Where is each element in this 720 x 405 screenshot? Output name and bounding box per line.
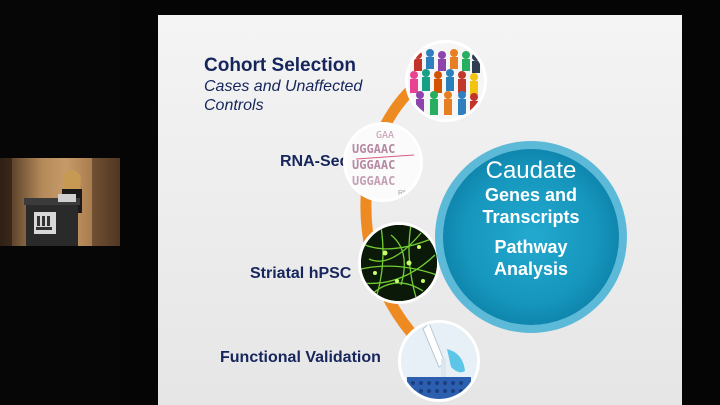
cohort-selection-title: Cohort Selection — [204, 55, 357, 76]
people-crowd-icon — [405, 40, 487, 122]
center-line-genes: Genes and — [484, 185, 578, 205]
rna-sequence-icon: GAA UGGAAC UGGAAC UGGAAC RNA — [343, 122, 423, 202]
caudate-cell-circle — [435, 141, 627, 333]
rna-letters-5: RNA — [398, 190, 413, 197]
speaker-video-feed — [0, 158, 120, 246]
rna-letters-2: UGGAAC — [352, 142, 395, 156]
rna-letters-4: UGGAAC — [352, 174, 395, 188]
presentation-slide: Cohort Selection Cases and Unaffected Co… — [158, 15, 682, 405]
rna-letters-3: UGGAAC — [352, 158, 395, 172]
camera-top-black — [0, 0, 120, 158]
rna-seq-label: RNA-Seq — [280, 153, 350, 170]
striatal-hpsc-label: Striatal hPSC — [250, 265, 352, 282]
center-line-transcripts: Transcripts — [482, 207, 580, 227]
cohort-subtitle: Cases and Unaffected Controls — [204, 78, 363, 114]
right-black-margin — [682, 0, 720, 404]
camera-bottom-black — [0, 246, 120, 404]
crowd-figures — [410, 49, 480, 115]
neuron-culture-icon — [358, 222, 440, 304]
pipette-well-plate-icon — [398, 320, 480, 402]
speaker-scene — [0, 158, 120, 246]
center-line-pathway: Pathway — [494, 237, 568, 257]
center-line-analysis: Analysis — [493, 259, 569, 279]
caudate-cell-text: Caudate Genes and Transcripts Pathway An… — [439, 145, 623, 329]
podium-logo-icon — [36, 216, 52, 230]
center-title: Caudate — [485, 157, 577, 184]
rna-letters-1: GAA — [376, 130, 394, 141]
functional-validation-label: Functional Validation — [220, 349, 381, 366]
